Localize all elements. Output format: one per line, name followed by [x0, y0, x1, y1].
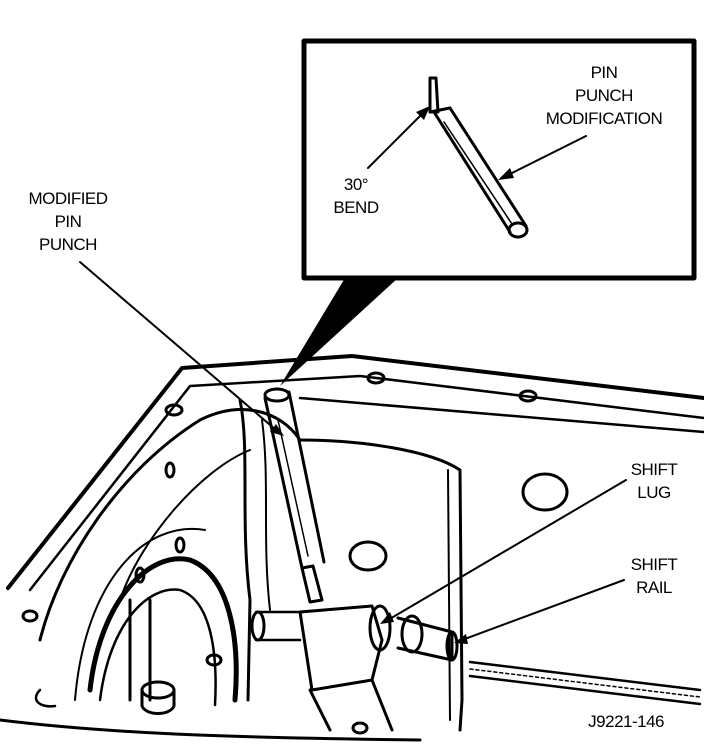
modified-pin-punch-line-2: PIN: [55, 212, 82, 231]
shift-lug-line-2: LUG: [637, 483, 670, 502]
bend-arrowhead: [416, 106, 430, 120]
modified-pin-punch-line-1: MODIFIED: [28, 189, 107, 208]
shift-lug-line-1: SHIFT: [631, 460, 678, 479]
shift-rail-arrowhead: [454, 634, 468, 644]
callout-wedge: [280, 278, 398, 386]
inset-label-line-1: PIN: [591, 63, 618, 82]
bend-label-line-2: BEND: [333, 198, 378, 217]
modified-pin-punch: [263, 387, 326, 604]
inset-pin-punch: [428, 76, 529, 239]
modified-pin-punch-line-3: PUNCH: [39, 235, 97, 254]
modified-pin-punch-arrowhead: [270, 424, 284, 436]
label-shift-rail: SHIFT RAIL: [631, 555, 678, 597]
label-modified-pin-punch: MODIFIED PIN PUNCH: [28, 189, 108, 254]
figure-id: J9221-146: [588, 712, 664, 731]
inset-label-line-2: PUNCH: [575, 86, 633, 105]
shift-rail-line-1: SHIFT: [631, 555, 678, 574]
shift-rail-line-2: RAIL: [636, 578, 672, 597]
modification-leader: [505, 135, 587, 177]
shift-lug-arrowhead: [380, 612, 394, 624]
shift-lug-leader: [387, 479, 627, 621]
leader-lines: [79, 106, 627, 644]
label-30-bend: 30° BEND: [333, 175, 379, 217]
shift-lug: [250, 604, 394, 732]
inset-box: [280, 38, 697, 386]
modified-pin-punch-leader: [79, 261, 277, 431]
inset-label-line-3: MODIFICATION: [546, 109, 662, 128]
label-pin-punch-modification: PIN PUNCH MODIFICATION: [546, 63, 663, 128]
shift-rail: [396, 614, 459, 662]
bend-label-line-1: 30°: [344, 175, 368, 194]
bend-leader: [367, 111, 425, 169]
transmission-case: [0, 354, 704, 742]
modification-arrowhead: [498, 168, 514, 180]
shift-rail-leader: [461, 579, 625, 641]
label-shift-lug: SHIFT LUG: [631, 460, 678, 502]
